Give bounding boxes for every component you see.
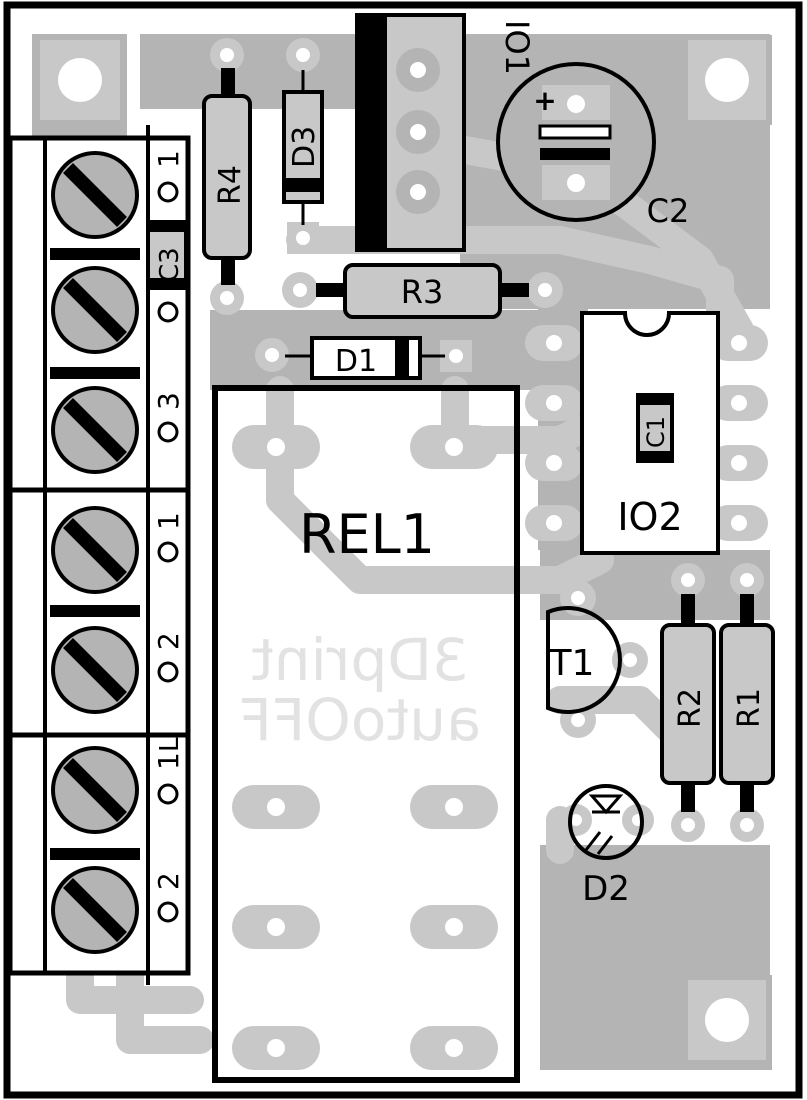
mounting-holes: [40, 40, 766, 1060]
d3-diode: D3: [282, 38, 324, 254]
terminal-2-2: 2: [152, 632, 185, 650]
io1-label: IO1: [498, 20, 536, 75]
d2-label: D2: [582, 869, 630, 909]
r1-resistor: R1: [719, 563, 775, 842]
io2-label: IO2: [617, 495, 682, 539]
t1-label: T1: [549, 643, 595, 684]
c2-plus: +: [533, 84, 556, 117]
d1-label: D1: [335, 344, 377, 379]
terminal-3-2: 2: [152, 872, 185, 890]
r2-label: R2: [673, 688, 708, 728]
logo-line1: 3Dprint: [251, 626, 469, 694]
terminal-1-1: 1: [152, 150, 185, 168]
c3-capacitor: C3: [146, 220, 188, 290]
d3-label: D3: [287, 126, 322, 168]
rel1-relay: REL1: [212, 385, 520, 1083]
r3-resistor: R3: [282, 263, 563, 319]
board-outline: [3, 1, 803, 1099]
c3-label: C3: [155, 247, 185, 282]
terminal-1-3: 3: [152, 392, 185, 410]
r1-label: R1: [732, 688, 767, 728]
r4-label: R4: [213, 165, 248, 205]
d1-diode: D1: [255, 336, 472, 380]
rel1-label: REL1: [299, 503, 435, 566]
c2-label: C2: [647, 192, 690, 230]
r4-resistor: R4: [202, 38, 252, 315]
c2-capacitor: + C2: [496, 62, 690, 230]
terminal-2-1: 1: [152, 512, 185, 530]
t1-transistor: T1: [546, 580, 648, 738]
d2-led: D2: [560, 784, 654, 909]
io2-ic: C1 IO2: [525, 311, 768, 555]
r3-label: R3: [401, 273, 444, 311]
l-mark: L: [155, 737, 185, 752]
c1-label: C1: [642, 416, 670, 448]
r2-resistor: R2: [660, 563, 716, 842]
terminal-3-1: 1: [152, 752, 185, 770]
terminal-blocks: [7, 125, 191, 985]
logo-line2: autoOFF: [239, 686, 482, 754]
io1-regulator: IO1: [355, 13, 536, 252]
